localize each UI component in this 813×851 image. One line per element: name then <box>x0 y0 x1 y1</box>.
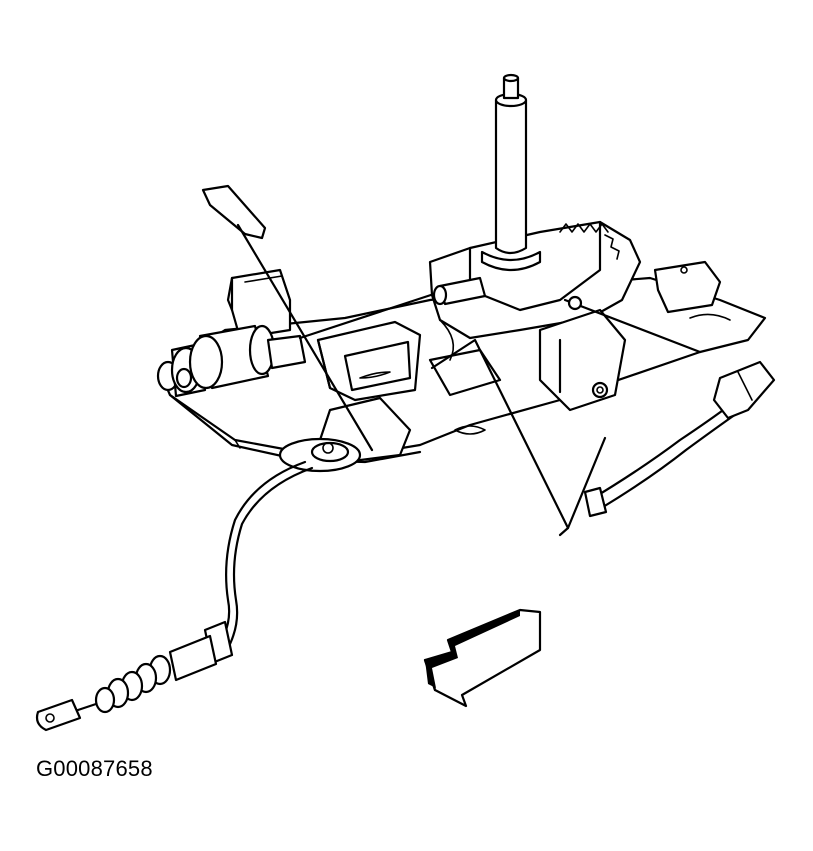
front-direction-arrow <box>423 608 542 708</box>
figure-id-label: G00087658 <box>36 756 153 781</box>
linkage-rods <box>298 276 702 397</box>
park-lock-solenoid <box>156 324 307 398</box>
wiring-harness <box>583 360 776 518</box>
shift-cable <box>220 460 314 646</box>
shift-shaft <box>480 73 542 272</box>
cable-end-fitting <box>35 620 234 732</box>
callout-lines <box>201 184 607 537</box>
center-bracket <box>316 320 422 402</box>
